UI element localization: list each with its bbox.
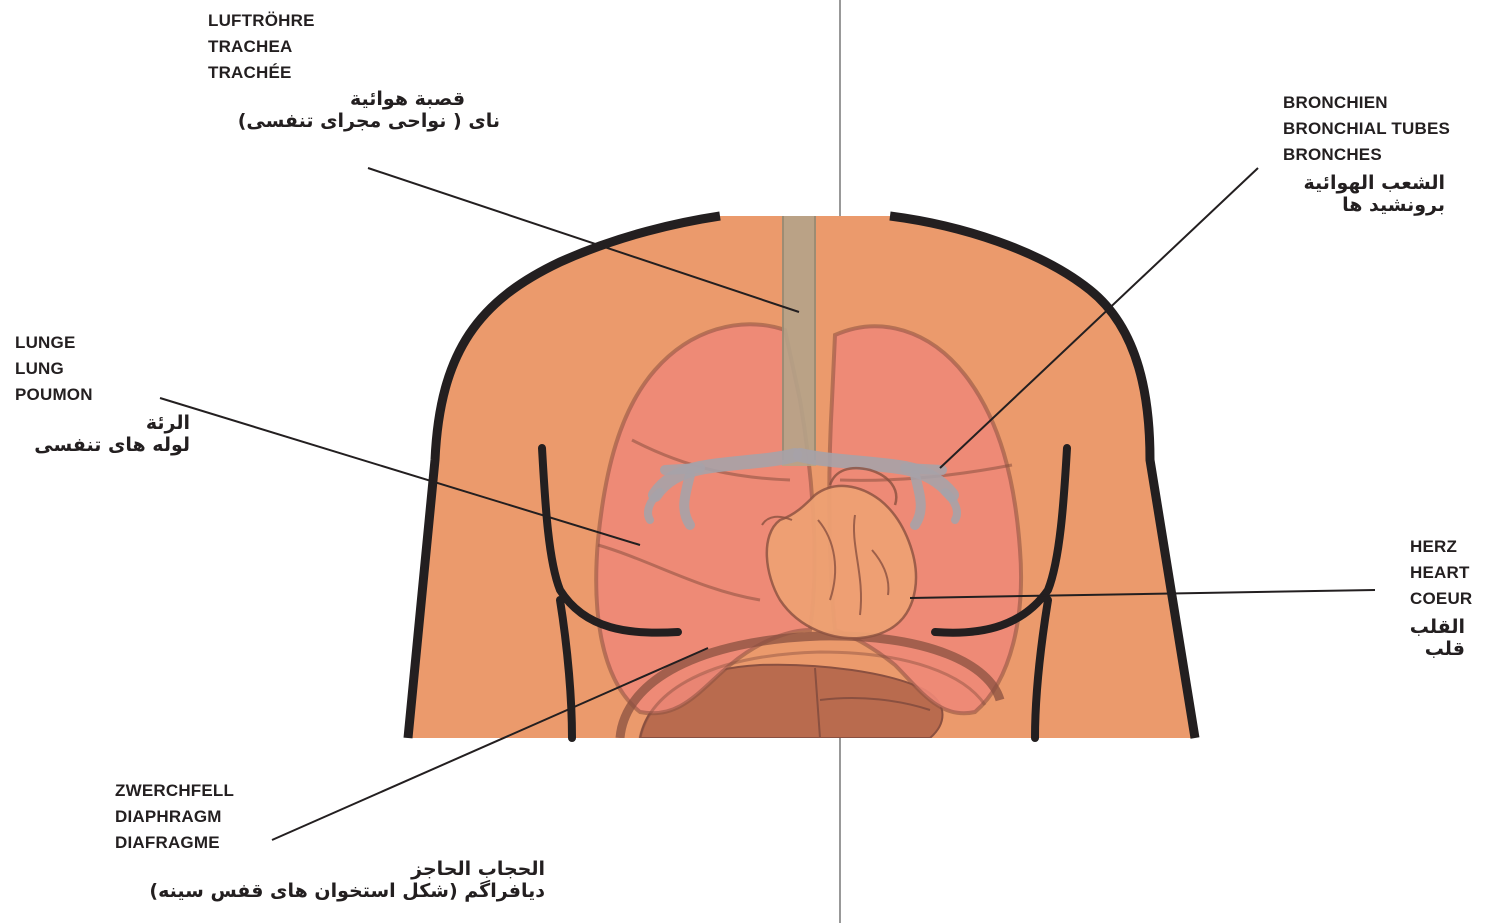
label-bronchi-fr: BRONCHES [1283,142,1450,168]
label-diaphragm-ar: الحجاب الحاجز [385,858,545,880]
label-bronchi-ar: الشعب الهوائية [1270,172,1445,194]
label-diaphragm-fr: DIAFRAGME [115,830,234,856]
label-diaphragm: ZWERCHFELL DIAPHRAGM DIAFRAGME [115,778,234,856]
label-trachea: LUFTRÖHRE TRACHEA TRACHÉE [208,8,315,86]
label-diaphragm-de: ZWERCHFELL [115,778,234,804]
label-bronchi-fa: برونشید ها [1345,194,1445,216]
label-diaphragm-rtl: الحجاب الحاجز دیافراگم (شکل استخوان های … [110,858,545,902]
label-heart-ar: القلب [1405,616,1465,638]
label-diaphragm-fa: دیافراگم (شکل استخوان های قفس سینه) [110,880,545,902]
label-heart-de: HERZ [1410,534,1472,560]
label-heart-en: HEART [1410,560,1472,586]
label-lung-fr: POUMON [15,382,93,408]
label-trachea-en: TRACHEA [208,34,315,60]
label-trachea-fr: TRACHÉE [208,60,315,86]
label-lung-ar: الرئة [140,412,190,434]
label-lung-fa: لوله های تنفسی [10,434,190,456]
label-lung-de: LUNGE [15,330,93,356]
label-heart-fa: قلب [1420,638,1465,660]
label-bronchi: BRONCHIEN BRONCHIAL TUBES BRONCHES [1283,90,1450,168]
label-lung: LUNGE LUNG POUMON [15,330,93,408]
label-bronchi-en: BRONCHIAL TUBES [1283,116,1450,142]
label-heart: HERZ HEART COEUR [1410,534,1472,612]
label-bronchi-rtl: الشعب الهوائية برونشید ها [1270,172,1445,216]
label-trachea-fa: نای ( نواحی مجرای تنفسی) [200,110,500,132]
label-trachea-ar: قصبة هوائية [350,88,500,110]
label-heart-fr: COEUR [1410,586,1472,612]
trachea-tube [782,216,816,466]
label-bronchi-de: BRONCHIEN [1283,90,1450,116]
label-trachea-rtl: قصبة هوائية نای ( نواحی مجرای تنفسی) [200,88,500,132]
label-lung-en: LUNG [15,356,93,382]
label-trachea-de: LUFTRÖHRE [208,8,315,34]
label-heart-rtl: القلب قلب [1405,616,1465,660]
label-lung-rtl: الرئة لوله های تنفسی [10,412,190,456]
label-diaphragm-en: DIAPHRAGM [115,804,234,830]
